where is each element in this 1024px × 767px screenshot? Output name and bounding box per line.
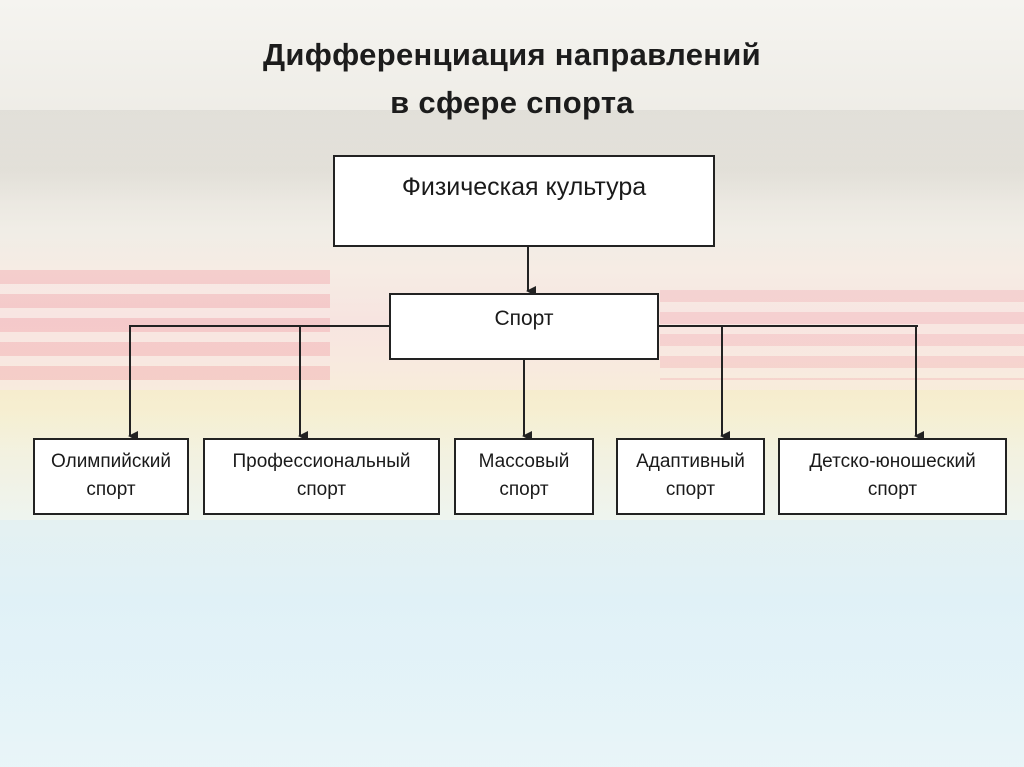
node-professional-sport: Профессиональный спорт — [203, 438, 440, 515]
node-professional-sport-line1: Профессиональный — [232, 451, 411, 472]
node-adaptive-sport-line2: спорт — [665, 479, 716, 500]
node-physical-culture: Физическая культура — [333, 155, 715, 247]
stadium-seats-right — [660, 290, 1024, 380]
stadium-field-band — [0, 520, 1024, 767]
node-olympic-sport-line1: Олимпийский — [51, 451, 171, 472]
node-youth-sport: Детско-юношеский спорт — [778, 438, 1007, 515]
node-physical-culture-label: Физическая культура — [401, 173, 647, 201]
node-sport: Спорт — [389, 293, 659, 360]
node-adaptive-sport: Адаптивный спорт — [616, 438, 765, 515]
node-professional-sport-line2: спорт — [296, 479, 347, 500]
node-mass-sport-line2: спорт — [499, 479, 549, 500]
node-olympic-sport: Олимпийский спорт — [33, 438, 189, 515]
node-adaptive-sport-line1: Адаптивный — [636, 451, 745, 472]
slide-title-line-2: в сфере спорта — [390, 85, 634, 120]
node-youth-sport-line1: Детско-юношеский — [809, 451, 976, 472]
node-mass-sport-line1: Массовый — [478, 451, 570, 472]
node-youth-sport-line2: спорт — [867, 479, 918, 500]
node-olympic-sport-line2: спорт — [86, 479, 136, 500]
stadium-seats-left — [0, 270, 330, 390]
node-sport-label: Спорт — [494, 307, 554, 330]
node-mass-sport: Массовый спорт — [454, 438, 594, 515]
slide-title-line-1: Дифференциация направлений — [263, 37, 761, 72]
